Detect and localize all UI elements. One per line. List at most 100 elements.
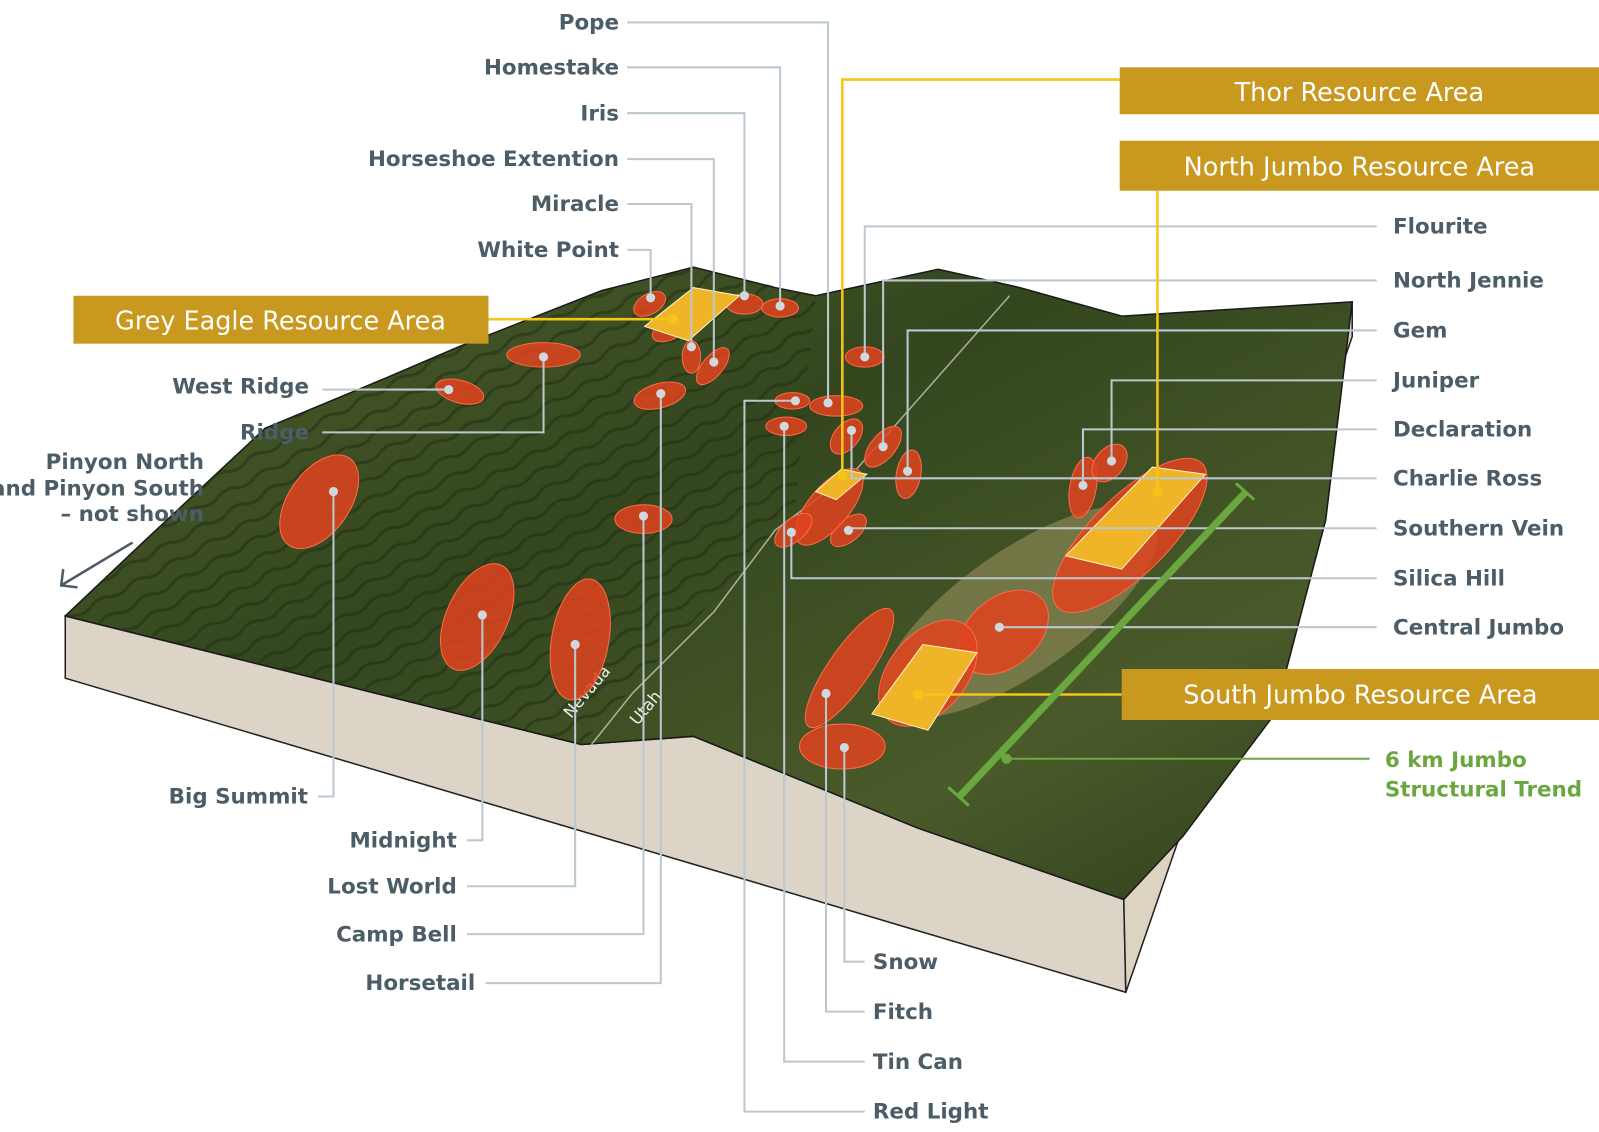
label-north-jennie: North Jennie xyxy=(1393,269,1544,294)
leader-dot xyxy=(775,301,785,311)
label-lost-world: Lost World xyxy=(327,874,457,899)
north-jumbo-area-box xyxy=(1119,140,1599,191)
leader-dot xyxy=(903,466,913,476)
trend-label-line1: 6 km Jumbo xyxy=(1385,748,1527,773)
label-gem: Gem xyxy=(1393,319,1447,344)
label-central-jumbo: Central Jumbo xyxy=(1393,615,1564,640)
trend-label-line2: Structural Trend xyxy=(1385,777,1582,802)
grey-eagle-area-label: Grey Eagle Resource Area xyxy=(115,306,446,336)
leader-dot xyxy=(821,688,831,699)
south-jumbo-area-shape xyxy=(871,643,978,731)
leader-line xyxy=(318,491,335,798)
label-declaration: Declaration xyxy=(1393,417,1532,442)
arrow-down-left-icon xyxy=(59,541,134,589)
leader-dot xyxy=(709,357,719,367)
label-red-light: Red Light xyxy=(873,1100,989,1125)
thor-area-label: Thor Resource Area xyxy=(1234,78,1485,108)
label-camp-bell: Camp Bell xyxy=(336,922,457,947)
leader-line xyxy=(627,248,652,298)
target-ellipse xyxy=(809,395,864,417)
grey-eagle-area-box xyxy=(73,295,489,344)
leader-line xyxy=(1081,428,1377,486)
leader-line xyxy=(322,356,545,434)
label-iris: Iris xyxy=(580,101,619,126)
target-ellipse xyxy=(439,563,515,671)
leader-dot xyxy=(994,622,1004,632)
leader-line xyxy=(790,532,1377,580)
leader-dot xyxy=(860,352,870,362)
leader-line xyxy=(863,225,1377,357)
leader-dot xyxy=(739,291,750,301)
label-pope: Pope xyxy=(559,11,619,36)
label-white-point: White Point xyxy=(477,238,619,263)
leader-dot xyxy=(1106,456,1117,466)
leader-dot xyxy=(656,389,666,399)
target-ellipse xyxy=(633,291,666,317)
leader-line xyxy=(783,426,865,1063)
leader-line xyxy=(627,202,693,347)
trend-cap xyxy=(947,786,970,807)
north-jumbo-area-shape xyxy=(1064,466,1207,570)
pinyon-note-line1: Pinyon North xyxy=(46,450,204,475)
label-tin-can: Tin Can xyxy=(873,1050,963,1075)
terrain-ridges xyxy=(65,267,816,745)
resource-leader-dot xyxy=(912,689,923,700)
label-horsetail: Horsetail xyxy=(365,971,475,996)
leader-dot xyxy=(839,742,849,753)
target-ellipse xyxy=(549,578,611,701)
leader-dot xyxy=(646,293,656,303)
pinyon-note-line2: and Pinyon South xyxy=(0,477,204,502)
label-ridge: Ridge xyxy=(240,421,309,446)
trend-cap xyxy=(1234,482,1256,501)
target-ellipse xyxy=(279,454,360,550)
thor-area-box xyxy=(1119,67,1599,115)
resource-leader-line xyxy=(841,78,1120,476)
label-miracle: Miracle xyxy=(531,192,619,217)
leader-dot xyxy=(1078,480,1088,491)
leader-dot xyxy=(638,511,649,521)
leader-line xyxy=(850,430,1377,480)
leader-line xyxy=(627,112,746,296)
label-horseshoe-extention: Horseshoe Extention xyxy=(368,147,619,172)
leader-dot xyxy=(686,342,696,352)
label-southern-vein: Southern Vein xyxy=(1393,516,1564,541)
leader-line xyxy=(627,21,830,403)
label-charlie-ross: Charlie Ross xyxy=(1393,466,1542,491)
south-jumbo-area-label: South Jumbo Resource Area xyxy=(1183,681,1537,711)
leader-line xyxy=(882,279,1377,447)
leader-dot xyxy=(823,398,833,408)
leader-line xyxy=(467,614,484,842)
pinyon-note-line3: – not shown xyxy=(60,502,203,527)
label-juniper: Juniper xyxy=(1391,369,1480,394)
leader-dot xyxy=(878,442,888,452)
leader-dot xyxy=(846,425,857,435)
leader-line xyxy=(906,329,1377,472)
leader-line xyxy=(627,158,715,363)
leader-line xyxy=(627,66,782,306)
leader-line xyxy=(1110,379,1377,461)
leader-dot xyxy=(477,610,487,620)
trend-dot xyxy=(1001,753,1012,764)
leader-dot xyxy=(843,525,854,535)
leader-dot xyxy=(328,486,339,497)
leader-dot xyxy=(538,352,549,362)
leader-line xyxy=(467,516,645,936)
resource-leader-dot xyxy=(837,470,848,481)
south-jumbo-area-box xyxy=(1121,669,1599,720)
label-flourite: Flourite xyxy=(1393,215,1488,240)
leader-line xyxy=(485,393,662,985)
resource-leader-dot xyxy=(1152,486,1163,497)
north-jumbo-area-label: North Jumbo Resource Area xyxy=(1184,152,1535,182)
label-homestake: Homestake xyxy=(484,55,619,80)
leader-line xyxy=(743,399,865,1113)
leader-dot xyxy=(779,421,789,431)
leader-line xyxy=(467,644,577,888)
leader-dot xyxy=(786,527,796,537)
leader-line xyxy=(824,693,865,1013)
label-fitch: Fitch xyxy=(873,1000,933,1025)
label-snow: Snow xyxy=(873,950,938,975)
resource-leader-dot xyxy=(667,314,679,325)
label-silica-hill: Silica Hill xyxy=(1393,566,1505,591)
leader-line xyxy=(843,747,865,963)
